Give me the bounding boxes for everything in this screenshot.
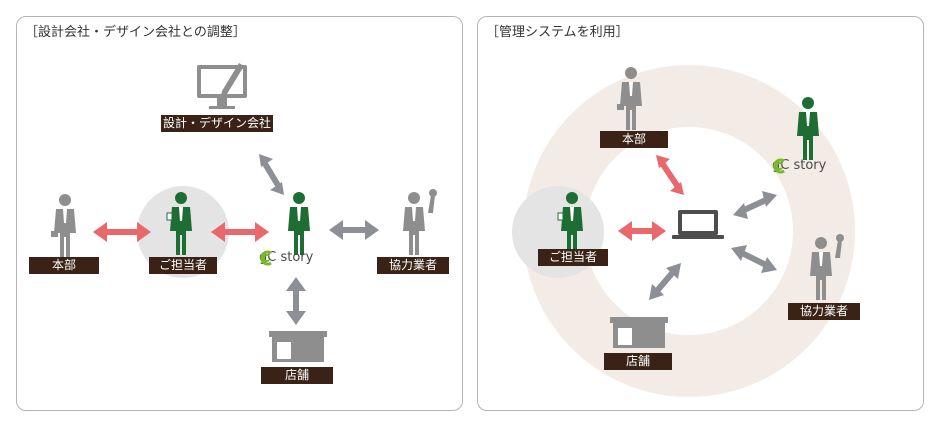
- honbu-person-icon: [617, 67, 642, 130]
- label-kyoryoku: 協力業者: [377, 257, 449, 274]
- gcstory-logo: gC story: [772, 158, 827, 174]
- kyoryoku-person-icon: [403, 189, 437, 255]
- arrow-laptop-kyoryoku: [731, 245, 777, 273]
- tantosha-person-icon: [166, 192, 192, 255]
- tantosha-person-icon: [557, 192, 583, 255]
- label-tenpo: 店舗: [261, 367, 333, 384]
- kyoryoku-person-icon: [810, 234, 844, 300]
- left-panel-title: ［設計会社・デザイン会社との調整］: [25, 25, 246, 40]
- arrow-design-gcstory: [259, 154, 284, 195]
- label-tantosha: ご担当者: [149, 257, 217, 274]
- label-tenpo: 店舗: [604, 353, 672, 370]
- left-panel: ［設計会社・デザイン会社との調整］: [16, 16, 463, 411]
- arrow-gcstory-shop: [286, 277, 306, 325]
- monitor-pen-icon: [197, 63, 247, 109]
- label-tantosha: ご担当者: [538, 249, 608, 266]
- label-design-company: 設計・デザイン会社: [161, 115, 273, 132]
- right-panel-title: ［管理システムを利用］: [486, 25, 629, 40]
- right-panel: ［管理システムを利用］: [477, 16, 924, 411]
- gcstory-logo-text: gC story: [259, 250, 314, 265]
- gcstory-person-icon: [288, 192, 310, 255]
- arrow-honbu-laptop: [656, 155, 684, 195]
- left-diagram: [51, 63, 437, 362]
- arrow-honbu-tantosha: [93, 222, 151, 242]
- laptop-icon: [672, 210, 724, 239]
- arrow-laptop-gcstory: [733, 191, 777, 219]
- arrow-laptop-shop: [649, 263, 681, 300]
- honbu-person-icon: [51, 194, 76, 257]
- arrow-tantosha-laptop: [618, 221, 666, 241]
- arrow-tantosha-gcstory: [211, 222, 269, 242]
- gcstory-logo-mark: [773, 158, 785, 174]
- label-honbu: 本部: [29, 257, 99, 274]
- right-diagram: [512, 65, 855, 397]
- arrow-gcstory-kyoryoku: [329, 220, 379, 240]
- gcstory-logo-text: gC story: [772, 158, 827, 173]
- shop-icon: [610, 317, 668, 348]
- gcstory-logo: gC story: [259, 250, 314, 266]
- label-honbu: 本部: [600, 131, 668, 148]
- shop-icon: [269, 331, 327, 362]
- label-kyoryoku: 協力業者: [788, 303, 860, 320]
- gcstory-logo-mark: [260, 250, 272, 266]
